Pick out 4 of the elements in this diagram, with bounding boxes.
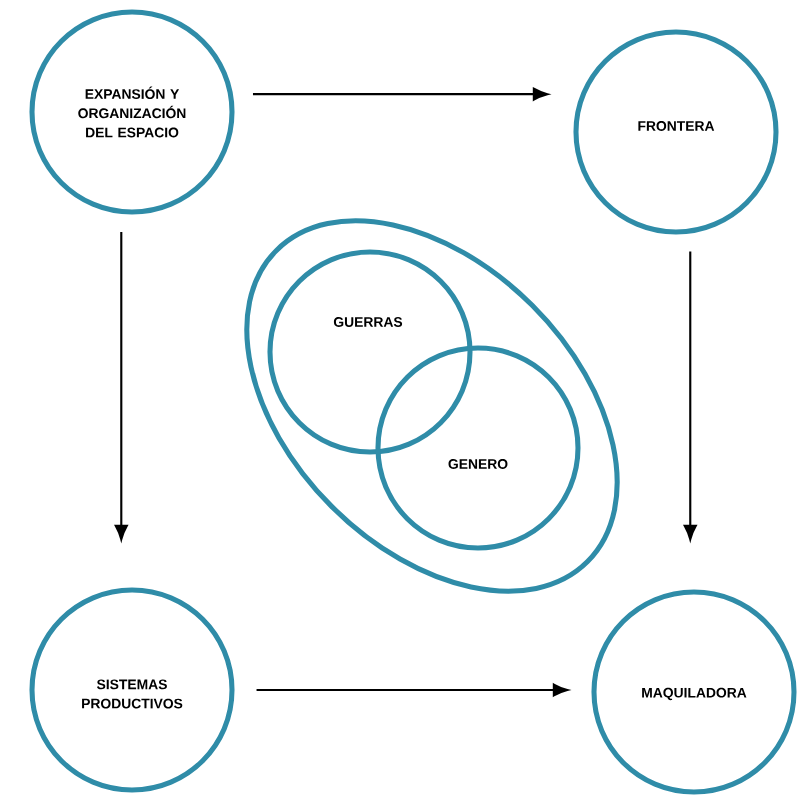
arrow	[683, 251, 697, 541]
arrow	[256, 683, 569, 697]
arrow	[114, 231, 128, 541]
arrow	[252, 87, 549, 101]
